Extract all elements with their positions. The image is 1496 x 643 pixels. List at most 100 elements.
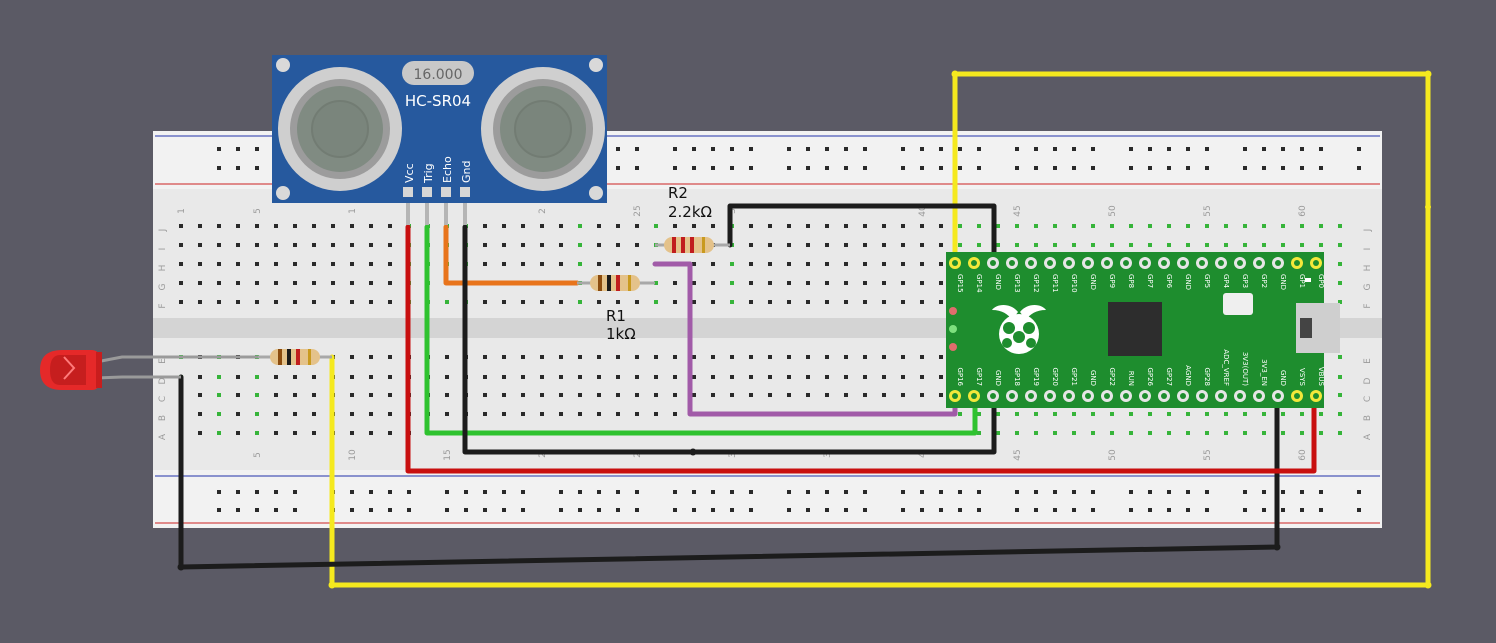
pico-pin-hole	[971, 260, 977, 266]
pico-pin-label-bottom: GND	[994, 370, 1002, 386]
raspberry-logo	[992, 305, 1046, 354]
rail-hole	[673, 166, 677, 170]
hole	[920, 243, 924, 247]
hole	[825, 375, 829, 379]
hole	[939, 262, 943, 266]
hole	[844, 243, 848, 247]
hole	[863, 355, 867, 359]
column-number-bottom: 3	[728, 452, 738, 458]
hole	[806, 281, 810, 285]
transducer-left	[278, 67, 402, 191]
pico-pin-label-bottom: GND	[1089, 370, 1097, 386]
hole	[559, 224, 563, 228]
rail-hole	[863, 508, 867, 512]
pico-pin-label-top: GP3	[1241, 274, 1249, 288]
hole	[1281, 243, 1285, 247]
column-number-bottom: 2	[538, 452, 548, 458]
row-letter: H	[158, 265, 168, 272]
hole	[844, 224, 848, 228]
sensor-pin-vcc-label: Vcc	[403, 163, 416, 183]
rail-hole	[692, 508, 696, 512]
hole	[977, 412, 981, 416]
hole	[1300, 431, 1304, 435]
hole	[768, 393, 772, 397]
hole	[863, 262, 867, 266]
hole	[1243, 224, 1247, 228]
hole	[293, 281, 297, 285]
row-letter: C	[158, 396, 168, 402]
rail-hole	[217, 166, 221, 170]
hole	[388, 262, 392, 266]
hole	[274, 412, 278, 416]
hole	[1262, 412, 1266, 416]
hole	[1167, 412, 1171, 416]
hole	[1091, 243, 1095, 247]
rail-hole	[616, 147, 620, 151]
hole	[616, 393, 620, 397]
hole	[901, 393, 905, 397]
r2-name: R2	[668, 184, 688, 202]
row-letter: A	[158, 433, 168, 440]
rail-hole	[1034, 147, 1038, 151]
hole	[635, 412, 639, 416]
hole	[749, 262, 753, 266]
hole	[768, 262, 772, 266]
hole	[920, 300, 924, 304]
rail-hole	[1262, 147, 1266, 151]
pico-pin-hole	[1294, 393, 1300, 399]
rail-hole	[1072, 166, 1076, 170]
rail-hole	[958, 490, 962, 494]
hole	[369, 281, 373, 285]
hole	[483, 375, 487, 379]
rail-hole	[1281, 147, 1285, 151]
hole	[1015, 224, 1019, 228]
rail-hole	[1034, 508, 1038, 512]
hole	[198, 300, 202, 304]
pico-pin-hole	[1256, 260, 1262, 266]
hole	[1338, 431, 1342, 435]
rail-hole	[483, 490, 487, 494]
hole	[293, 243, 297, 247]
hole	[388, 355, 392, 359]
hole	[350, 431, 354, 435]
rail-hole	[1186, 166, 1190, 170]
rail-hole	[1148, 490, 1152, 494]
hole	[236, 300, 240, 304]
hole	[236, 281, 240, 285]
hole	[673, 355, 677, 359]
hole	[198, 281, 202, 285]
pico-pin-hole	[1047, 393, 1053, 399]
pico-pin-label-bottom: GP22	[1108, 367, 1116, 386]
hole	[293, 262, 297, 266]
pico-pin-hole	[1218, 393, 1224, 399]
hole	[388, 412, 392, 416]
rail-hole	[559, 490, 563, 494]
rail-hole	[1262, 508, 1266, 512]
row-letter: B	[158, 415, 168, 421]
hole	[312, 375, 316, 379]
pico-pin-label-top: GND	[1279, 274, 1287, 290]
hole	[217, 243, 221, 247]
hole	[844, 300, 848, 304]
hole	[1262, 224, 1266, 228]
rail-hole	[1357, 508, 1361, 512]
rail-hole	[1015, 147, 1019, 151]
hole	[1053, 412, 1057, 416]
hole	[1167, 243, 1171, 247]
hole	[1338, 281, 1342, 285]
hole	[1338, 375, 1342, 379]
hole	[711, 393, 715, 397]
wire-purple-echo-divider	[652, 261, 958, 417]
rail-hole	[1300, 508, 1304, 512]
hole	[388, 224, 392, 228]
hole	[996, 224, 1000, 228]
hole	[939, 243, 943, 247]
rail-hole	[483, 508, 487, 512]
hole	[1072, 412, 1076, 416]
hole	[255, 262, 259, 266]
hole	[502, 300, 506, 304]
hole	[920, 281, 924, 285]
hole	[331, 262, 335, 266]
rail-hole	[711, 490, 715, 494]
